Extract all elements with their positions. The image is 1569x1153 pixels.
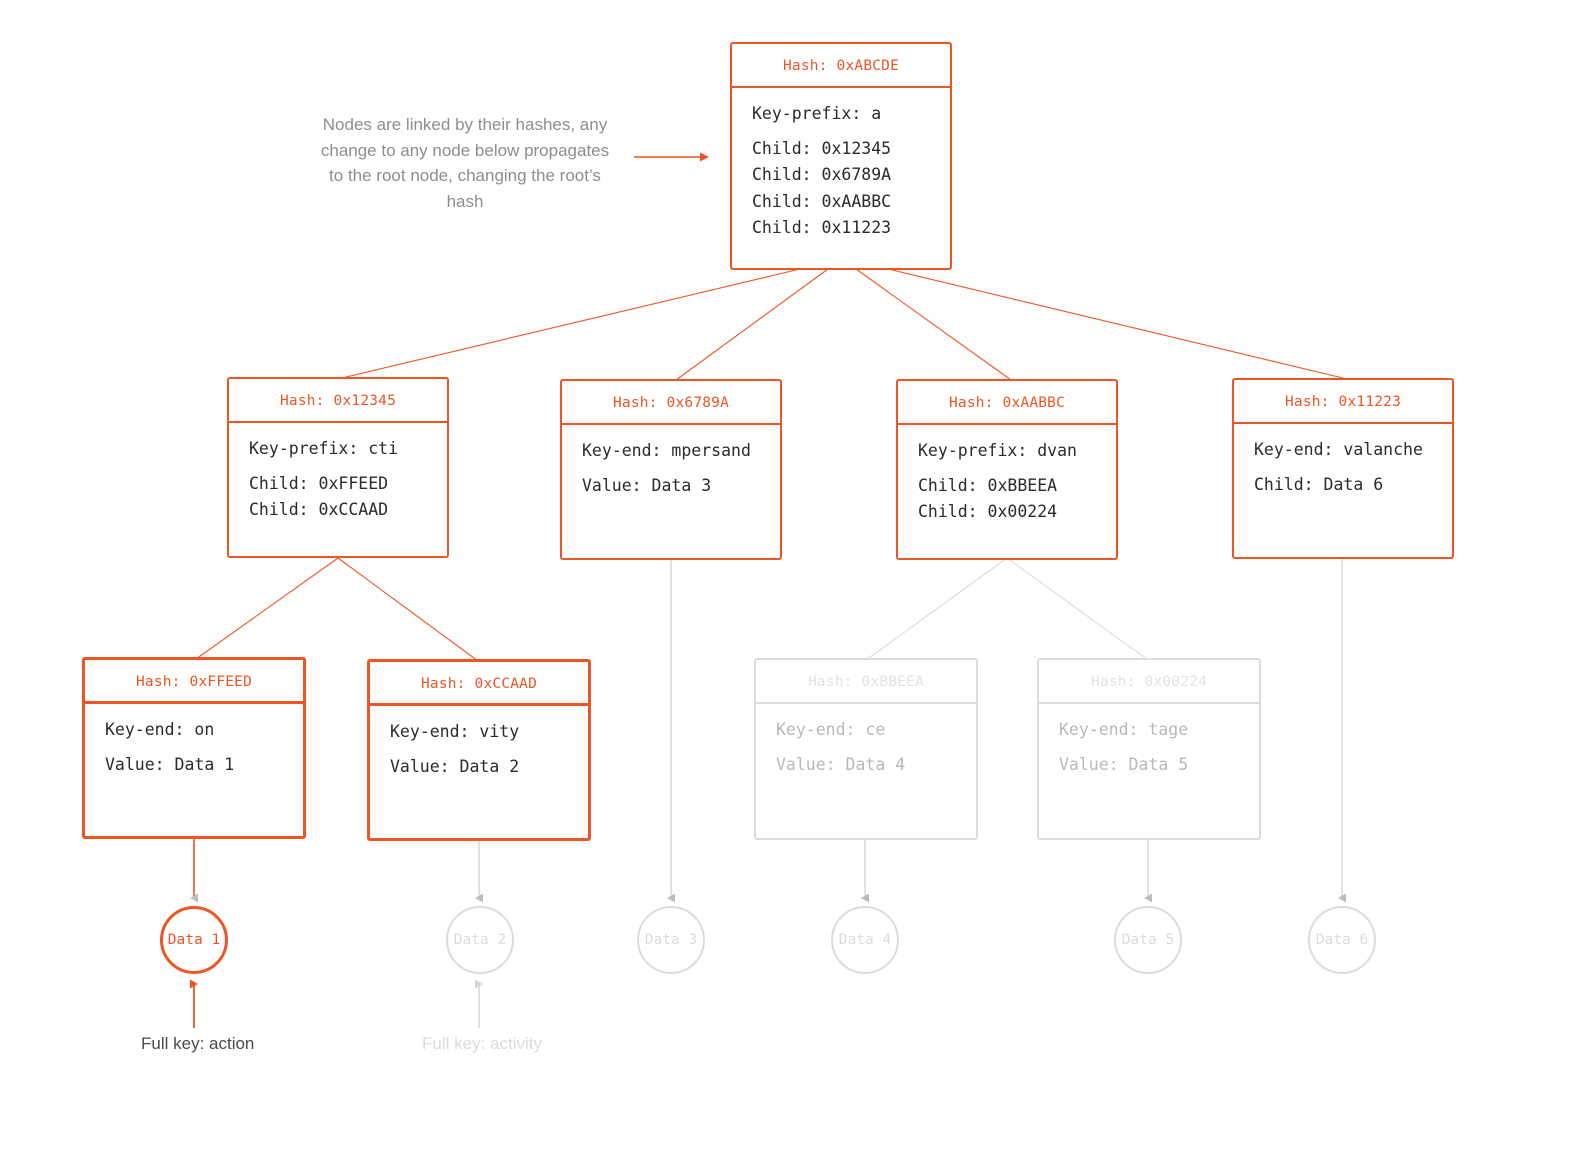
- node-value-line: Value: Data 4: [776, 754, 906, 774]
- node-ffeed[interactable]: Hash: 0xFFEED Key-end: on Value: Data 1: [82, 657, 306, 839]
- node-key-line: Key-end: ce: [776, 720, 886, 739]
- node-key-line: Key-prefix: a: [752, 104, 882, 123]
- node-body: Key-prefix: cti Child: 0xFFEED Child: 0x…: [229, 423, 447, 556]
- node-child-line: Child: Data 6: [1254, 474, 1384, 494]
- node-hash-label: Hash: 0xCCAAD: [370, 662, 588, 706]
- node-child-line: Child: 0x6789A: [752, 165, 892, 184]
- node-body: Key-prefix: a Child: 0x12345 Child: 0x67…: [732, 88, 950, 268]
- data-circle-2[interactable]: Data 2: [446, 906, 514, 974]
- data-circle-4[interactable]: Data 4: [831, 906, 899, 974]
- node-hash-label: Hash: 0x11223: [1234, 380, 1452, 424]
- node-00224[interactable]: Hash: 0x00224 Key-end: tage Value: Data …: [1037, 658, 1261, 840]
- node-child-line: Child: 0xCCAAD: [249, 500, 389, 519]
- node-body: Key-end: ce Value: Data 4: [756, 704, 976, 838]
- node-body: Key-end: on Value: Data 1: [85, 704, 303, 836]
- node-child-line: Child: 0x00224: [918, 502, 1058, 521]
- node-bbeea[interactable]: Hash: 0xBBEEA Key-end: ce Value: Data 4: [754, 658, 978, 840]
- node-hash-label: Hash: 0x12345: [229, 379, 447, 423]
- data-circle-6[interactable]: Data 6: [1308, 906, 1376, 974]
- node-body: Key-prefix: dvan Child: 0xBBEEA Child: 0…: [898, 425, 1116, 558]
- node-6789a[interactable]: Hash: 0x6789A Key-end: mpersand Value: D…: [560, 379, 782, 560]
- node-value-line: Value: Data 2: [390, 756, 520, 776]
- node-root[interactable]: Hash: 0xABCDE Key-prefix: a Child: 0x123…: [730, 42, 952, 270]
- node-key-line: Key-end: on: [105, 720, 215, 739]
- data-circle-3[interactable]: Data 3: [637, 906, 705, 974]
- annotation-note: Nodes are linked by their hashes, any ch…: [320, 115, 610, 211]
- node-child-line: Child: 0xFFEED: [249, 473, 389, 493]
- edges-root: [341, 268, 1348, 381]
- node-hash-label: Hash: 0xBBEEA: [756, 660, 976, 704]
- node-key-line: Key-end: mpersand: [582, 441, 751, 460]
- node-hash-label: Hash: 0x6789A: [562, 381, 780, 425]
- node-child-line: Child: 0x12345: [752, 138, 892, 158]
- node-body: Key-end: mpersand Value: Data 3: [562, 425, 780, 558]
- node-key-line: Key-end: vity: [390, 722, 520, 741]
- node-hash-label: Hash: 0xABCDE: [732, 44, 950, 88]
- full-key-label-action: Full key: action: [141, 1034, 255, 1053]
- edges-12345: [195, 557, 479, 662]
- node-ccaad[interactable]: Hash: 0xCCAAD Key-end: vity Value: Data …: [367, 659, 591, 841]
- node-value-line: Value: Data 5: [1059, 754, 1189, 774]
- node-key-line: Key-end: valanche: [1254, 440, 1423, 459]
- node-aabbc[interactable]: Hash: 0xAABBC Key-prefix: dvan Child: 0x…: [896, 379, 1118, 560]
- annotation-arrow: [634, 152, 709, 162]
- node-value-line: Value: Data 1: [105, 754, 235, 774]
- edges-aabbc: [865, 557, 1149, 661]
- node-value-line: Value: Data 3: [582, 475, 712, 495]
- node-key-line: Key-prefix: cti: [249, 439, 399, 458]
- node-11223[interactable]: Hash: 0x11223 Key-end: valanche Child: D…: [1232, 378, 1454, 559]
- node-child-line: Child: 0xBBEEA: [918, 475, 1058, 495]
- node-hash-label: Hash: 0xFFEED: [85, 660, 303, 704]
- node-body: Key-end: vity Value: Data 2: [370, 706, 588, 838]
- node-hash-label: Hash: 0x00224: [1039, 660, 1259, 704]
- node-child-line: Child: 0xAABBC: [752, 191, 892, 211]
- node-key-line: Key-end: tage: [1059, 720, 1189, 739]
- node-body: Key-end: valanche Child: Data 6: [1234, 424, 1452, 557]
- data-circle-5[interactable]: Data 5: [1114, 906, 1182, 974]
- node-hash-label: Hash: 0xAABBC: [898, 381, 1116, 425]
- node-12345[interactable]: Hash: 0x12345 Key-prefix: cti Child: 0xF…: [227, 377, 449, 558]
- full-key-label-activity: Full key: activity: [422, 1034, 542, 1053]
- node-key-line: Key-prefix: dvan: [918, 441, 1077, 460]
- node-body: Key-end: tage Value: Data 5: [1039, 704, 1259, 838]
- data-circle-1[interactable]: Data 1: [160, 906, 228, 974]
- node-child-line: Child: 0x11223: [752, 218, 892, 237]
